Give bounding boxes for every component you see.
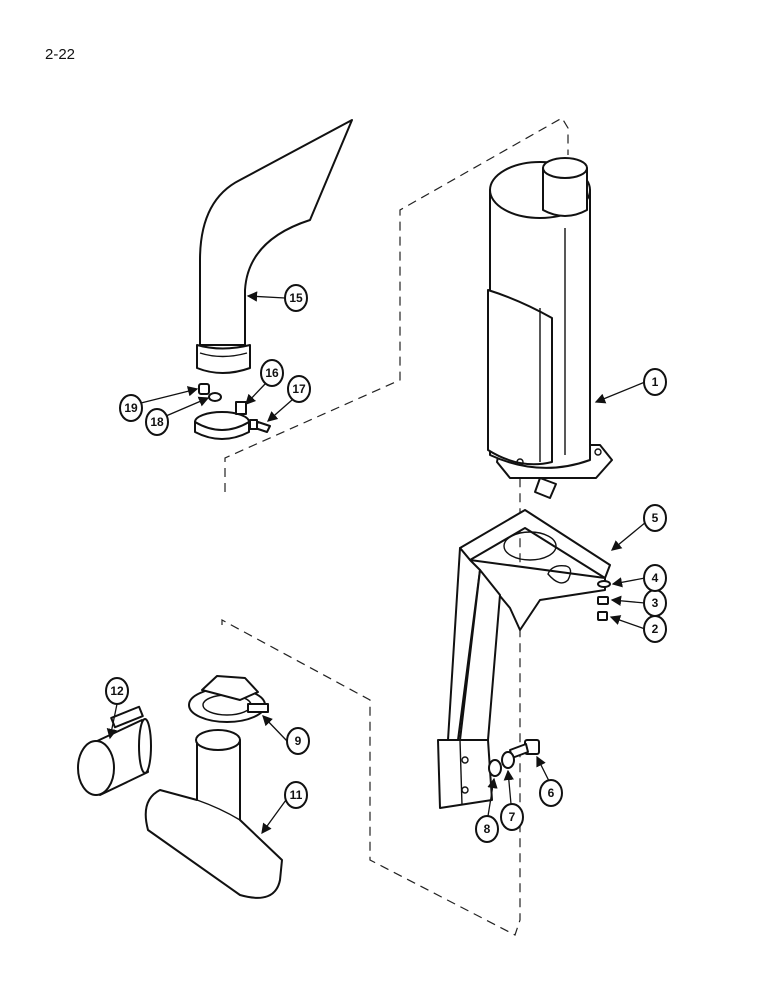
washer-part-18 bbox=[208, 392, 222, 402]
assembly-guide-line-upper bbox=[224, 117, 569, 492]
callout-label-1: 1 bbox=[652, 375, 659, 389]
callout-label-4: 4 bbox=[652, 571, 659, 585]
nut-part-19 bbox=[198, 383, 210, 395]
callout-label-12: 12 bbox=[110, 684, 124, 698]
clamp-bolt-part-17 bbox=[249, 419, 271, 433]
callout-18: 18 bbox=[145, 396, 210, 436]
callout-label-15: 15 bbox=[289, 291, 303, 305]
bolt-part-2 bbox=[597, 611, 608, 621]
callout-label-3: 3 bbox=[652, 596, 659, 610]
muffler-part-1 bbox=[487, 157, 613, 499]
callout-label-2: 2 bbox=[652, 622, 659, 636]
callout-12: 12 bbox=[105, 677, 129, 740]
mounting-bracket-part-5 bbox=[437, 509, 611, 809]
callout-15: 15 bbox=[246, 284, 308, 312]
callout-8: 8 bbox=[475, 777, 499, 843]
callout-1: 1 bbox=[594, 368, 667, 404]
elbow-pipe-part-11 bbox=[144, 729, 283, 899]
washer-part-8 bbox=[488, 759, 502, 777]
nut-part-3 bbox=[597, 596, 609, 605]
assembly-guide-line-lower bbox=[221, 450, 521, 936]
callout-label-8: 8 bbox=[484, 822, 491, 836]
page-number: 2-22 bbox=[45, 46, 76, 63]
callout-label-7: 7 bbox=[509, 810, 516, 824]
callout-label-11: 11 bbox=[290, 788, 303, 802]
callout-17: 17 bbox=[267, 375, 311, 422]
nut-part-7 bbox=[501, 751, 515, 769]
callout-2: 2 bbox=[609, 615, 667, 643]
callout-7: 7 bbox=[500, 769, 524, 831]
callout-9: 9 bbox=[262, 715, 310, 755]
callout-3: 3 bbox=[610, 589, 667, 617]
callout-19: 19 bbox=[119, 386, 199, 422]
callout-5: 5 bbox=[610, 504, 667, 551]
stack-clamp-part-16 bbox=[194, 401, 250, 440]
callout-label-18: 18 bbox=[150, 415, 164, 429]
clamp-sleeve-part-12 bbox=[77, 705, 152, 796]
callout-label-19: 19 bbox=[124, 401, 138, 415]
callout-label-16: 16 bbox=[265, 366, 279, 380]
callout-11: 11 bbox=[261, 781, 308, 835]
callout-label-17: 17 bbox=[292, 382, 306, 396]
callout-label-9: 9 bbox=[295, 734, 302, 748]
callout-6: 6 bbox=[536, 755, 563, 807]
callout-4: 4 bbox=[611, 564, 667, 592]
bolt-part-6 bbox=[509, 739, 540, 759]
callout-label-6: 6 bbox=[548, 786, 555, 800]
callout-16: 16 bbox=[245, 359, 284, 405]
washer-part-4 bbox=[597, 580, 611, 588]
callout-label-5: 5 bbox=[652, 511, 659, 525]
clamp-part-9 bbox=[188, 675, 269, 723]
exhaust-stack-part-15 bbox=[196, 119, 353, 374]
